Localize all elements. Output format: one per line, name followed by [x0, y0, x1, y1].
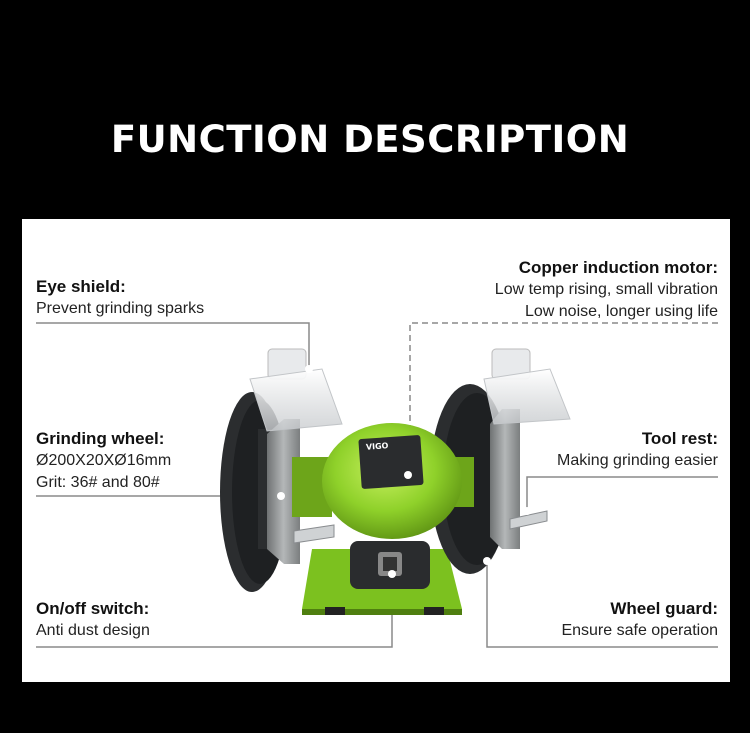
callout-heading: Wheel guard:	[610, 599, 718, 618]
callout-grinding-wheel: Grinding wheel: Ø200X20XØ16mm Grit: 36# …	[36, 428, 171, 494]
callout-lines	[36, 322, 718, 648]
wheel-guard-line	[486, 564, 718, 648]
tool-rests	[293, 507, 548, 544]
callout-onoff-switch: On/off switch: Anti dust design	[36, 598, 150, 642]
callout-eye-shield: Eye shield: Prevent grinding sparks	[36, 276, 204, 320]
eye-shields	[249, 348, 571, 432]
page-title: FUNCTION DESCRIPTION	[110, 118, 630, 161]
callout-text: Grit: 36# and 80#	[36, 474, 160, 491]
callout-copper-motor: Copper induction motor: Low temp rising,…	[495, 257, 718, 323]
bench-grinder-illustration: VIGO	[36, 322, 718, 648]
callout-text: Low noise, longer using life	[524, 303, 718, 320]
callout-heading: Copper induction motor:	[518, 258, 718, 277]
callout-text: Prevent grinding sparks	[36, 300, 205, 317]
callout-text: Anti dust design	[36, 622, 150, 639]
eye-shield-line	[36, 322, 310, 369]
callout-heading: On/off switch:	[36, 599, 150, 618]
callout-heading: Eye shield:	[36, 277, 126, 296]
product-panel: VIGO Eye shield: Prevent grinding sparks…	[22, 219, 730, 682]
callout-tool-rest: Tool rest: Making grinding easier	[557, 428, 718, 472]
tool-rest-line	[526, 476, 718, 511]
left-wheel-guard	[220, 392, 300, 592]
callout-text: Ø200X20XØ16mm	[36, 452, 172, 469]
grinder-base	[302, 541, 462, 615]
copper-motor-line	[409, 322, 718, 464]
callout-heading: Grinding wheel:	[36, 429, 165, 448]
callout-text: Making grinding easier	[557, 452, 718, 469]
callout-text: Low temp rising, small vibration	[494, 281, 718, 298]
callout-heading: Tool rest:	[641, 429, 718, 448]
callout-wheel-guard: Wheel guard: Ensure safe operation	[561, 598, 718, 642]
callout-text: Ensure safe operation	[561, 622, 718, 639]
motor-housing: VIGO	[292, 423, 474, 539]
svg-text:VIGO: VIGO	[366, 441, 389, 452]
